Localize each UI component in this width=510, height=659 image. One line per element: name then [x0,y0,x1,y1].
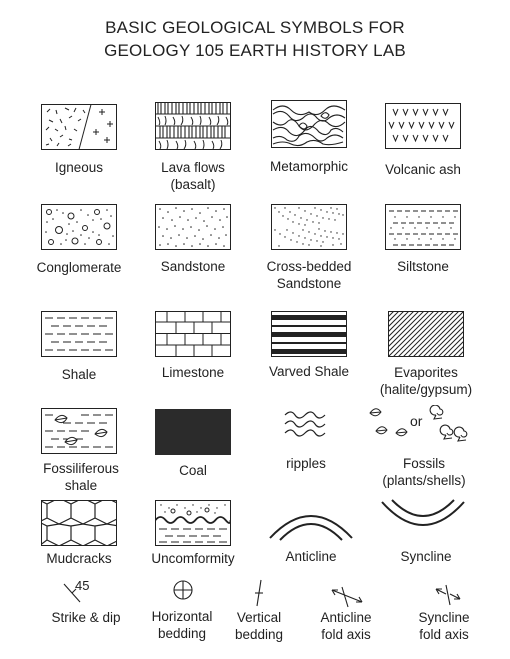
unconformity-pattern-icon [155,500,231,546]
anticline-axis-icon [331,586,363,608]
shale-pattern-icon [41,311,117,357]
fossiliferous-shale-pattern-icon [41,408,117,454]
fossils-or-text: or [410,413,423,429]
label-metamorphic: Metamorphic [269,159,349,174]
mudcracks-pattern-icon [41,500,117,546]
syncline-icon [381,499,465,526]
strike-dip-icon [63,583,81,603]
volcanic-ash-pattern-icon [385,103,461,149]
label-siltstone: Siltstone [397,259,449,274]
siltstone-pattern-icon [385,204,461,250]
label-strike-dip: Strike & dip [51,610,121,625]
label-horizontal-bedding: Horizontal bedding [151,609,213,641]
label-cross-bedded: Cross-bedded Sandstone [266,259,352,291]
label-conglomerate: Conglomerate [36,260,122,275]
label-coal: Coal [179,463,207,478]
sandstone-pattern-icon [155,204,231,250]
strike-dip-value: 45 [75,578,90,593]
coal-pattern-icon [155,409,231,455]
title-line-1: BASIC GEOLOGICAL SYMBOLS FOR [105,18,405,37]
label-varved-shale: Varved Shale [268,364,350,379]
igneous-pattern-icon [41,104,117,150]
label-unconformity: Uncomformity [151,551,235,566]
vertical-bedding-icon [255,579,263,607]
title-line-2: GEOLOGY 105 EARTH HISTORY LAB [104,41,406,60]
label-limestone: Limestone [161,365,225,380]
label-shale: Shale [61,367,97,382]
label-vertical-bedding: Vertical bedding [234,610,284,642]
label-lava-flows: Lava flows (basalt) [161,160,225,192]
varved-shale-pattern-icon [271,311,347,357]
label-syncline-axis: Syncline fold axis [418,610,470,642]
label-anticline-axis: Anticline fold axis [320,610,372,642]
label-evaporites: Evaporites (halite/gypsum) [379,365,473,397]
ripples-icon [284,411,326,437]
cross-bedded-pattern-icon [271,204,347,250]
evaporite-pattern-icon [388,311,464,357]
label-fossils: Fossils (plants/shells) [382,456,466,488]
limestone-pattern-icon [155,311,231,357]
conglomerate-pattern-icon [41,204,117,250]
anticline-icon [269,515,353,541]
label-mudcracks: Mudcracks [46,551,112,566]
label-volcanic-ash: Volcanic ash [385,162,461,177]
horizontal-bedding-icon [173,580,193,600]
syncline-axis-icon [435,584,461,606]
label-anticline: Anticline [285,549,337,564]
label-igneous: Igneous [54,160,104,175]
label-ripples: ripples [286,456,326,471]
lava-flow-pattern-icon [155,102,231,150]
label-syncline: Syncline [400,549,452,564]
fossils-icon [369,405,468,442]
page-title: BASIC GEOLOGICAL SYMBOLS FOR GEOLOGY 105… [0,16,510,62]
label-fossiliferous-shale: Fossiliferous shale [43,461,119,493]
label-sandstone: Sandstone [160,259,226,274]
metamorphic-pattern-icon [271,100,347,148]
